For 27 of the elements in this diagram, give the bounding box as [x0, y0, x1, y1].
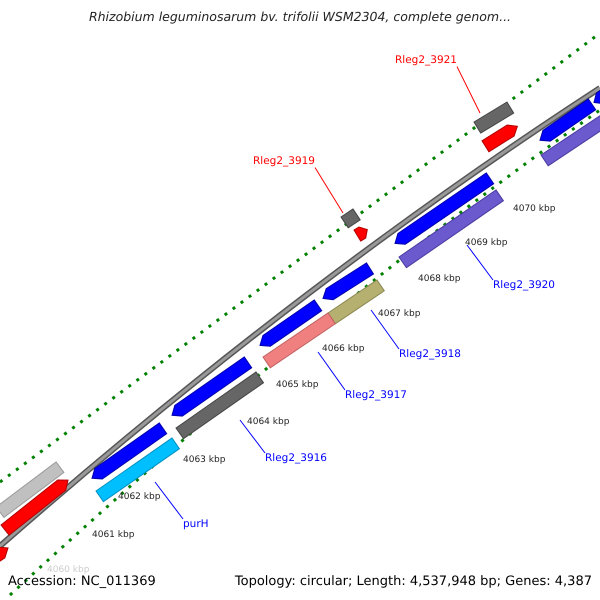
gene-label: Rleg2_3921: [395, 55, 457, 67]
tick-label: 4062 kbp: [118, 493, 160, 503]
tick-label: 4066 kbp: [322, 345, 364, 355]
footer-text: Topology: circular; Length: 4,537,948 bp; Genes: 4,387: [234, 575, 592, 590]
tick-label: 4061 kbp: [92, 531, 134, 541]
tick-label: 4068 kbp: [418, 275, 460, 285]
gene-label: Rleg2_3916: [265, 453, 327, 465]
tick-label: 4065 kbp: [276, 381, 318, 391]
gene-label: Rleg2_3920: [493, 280, 555, 292]
leader-line: [456, 66, 480, 114]
title: Rhizobium leguminosarum bv. trifolii WSM2304, complete genom...: [88, 10, 512, 24]
tick-label: 4064 kbp: [247, 418, 290, 428]
leader-line: [370, 310, 400, 350]
tick-label: 4067 kbp: [378, 310, 420, 320]
leader-line: [240, 420, 266, 454]
leader-line: [154, 482, 184, 520]
leader-line: [314, 167, 344, 214]
gene-label: Rleg2_3919: [253, 156, 315, 168]
gene-label: purH: [183, 519, 209, 531]
gene-label: Rleg2_3917: [345, 390, 407, 402]
leader-line: [466, 244, 494, 280]
tick-label: 4069 kbp: [465, 239, 508, 249]
footer-text: Accession: NC_011369: [8, 575, 156, 590]
leader-line: [318, 352, 346, 390]
tick-label: 4070 kbp: [513, 205, 556, 215]
gene-label: Rleg2_3918: [399, 349, 461, 361]
tick-label: 4063 kbp: [183, 456, 226, 466]
